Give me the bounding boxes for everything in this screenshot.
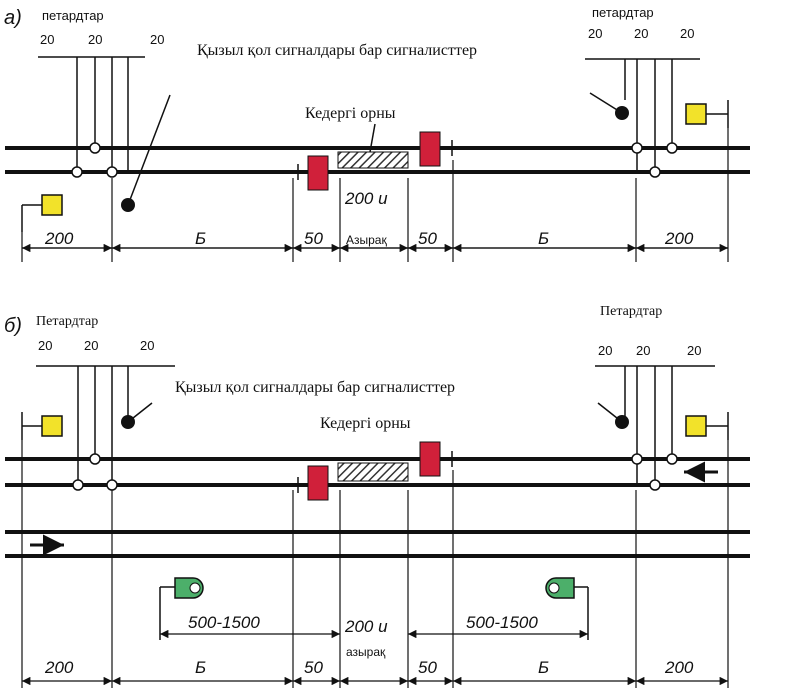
petard-icon: [72, 479, 84, 491]
locomotive-lamp: [548, 582, 560, 594]
petard-icon: [106, 166, 118, 178]
dim-label: 50: [418, 658, 437, 677]
signalman-arm: [127, 402, 153, 423]
obstacle-label: Кедергі орны: [305, 105, 396, 122]
obstacle-zone: [337, 151, 409, 169]
panel-a: а) петардтар 20 20 20 петардтар 20 20 20…: [4, 5, 750, 262]
petard-dist: 20: [598, 343, 612, 358]
petard-dist: 20: [687, 343, 701, 358]
petard-dist: 20: [636, 343, 650, 358]
petard-icon: [649, 479, 661, 491]
petard-label-left: петардтар: [42, 8, 104, 23]
petard-icon: [666, 453, 678, 465]
petard-icon: [631, 142, 643, 154]
dim-label: Б: [195, 658, 206, 677]
signalman-icon: [615, 106, 629, 120]
dim-label: 200: [664, 229, 694, 248]
petard-dist: 20: [40, 32, 54, 47]
dim-label: азырақ: [346, 645, 386, 659]
petard-icon: [631, 453, 643, 465]
petard-dist: 20: [150, 32, 164, 47]
petard-dist: 20: [680, 26, 694, 41]
signalmen-title: Қызыл қол сигналдары бар сигналисттер: [175, 379, 455, 396]
dim-label: 200: [44, 658, 74, 677]
petard-label-right: Петардтар: [600, 304, 662, 319]
dim-label: 50: [304, 229, 323, 248]
petard-dist: 20: [140, 338, 154, 353]
petard-dist: 20: [84, 338, 98, 353]
red-signal-icon: [307, 465, 329, 501]
signalman-icon: [121, 198, 135, 212]
signalman-arm: [127, 94, 171, 206]
panel-a-label: а): [4, 7, 22, 29]
petard-dist: 20: [634, 26, 648, 41]
obstacle-zone: [337, 462, 409, 482]
obstacle-length: 200 и: [344, 189, 388, 208]
petard-icon: [666, 142, 678, 154]
dim-label: Б: [538, 658, 549, 677]
locomotive-lamp: [189, 582, 201, 594]
petard-label-right: петардтар: [592, 5, 654, 20]
petard-icon: [106, 479, 118, 491]
petard-label-left: Петардтар: [36, 314, 98, 329]
signalmen-title: Қызыл қол сигналдары бар сигналисттер: [197, 42, 477, 59]
red-signal-icon: [307, 155, 329, 191]
red-signal-icon: [419, 131, 441, 167]
dim-label: Б: [538, 229, 549, 248]
panel-b: б) Петардтар 20 20 20 Петардтар 20 20 20…: [4, 304, 750, 688]
yellow-signal-icon: [685, 103, 707, 125]
dim-label: 200: [44, 229, 74, 248]
dim-label: 200: [664, 658, 694, 677]
yellow-signal-icon: [41, 194, 63, 216]
dim-label: 50: [304, 658, 323, 677]
petard-icon: [89, 453, 101, 465]
dim-range: 500-1500: [466, 613, 538, 632]
red-signal-icon: [419, 441, 441, 477]
petard-dist: 20: [88, 32, 102, 47]
obstacle-length: 200 и: [344, 617, 388, 636]
petard-icon: [649, 166, 661, 178]
yellow-signal-icon: [685, 415, 707, 437]
petard-dist: 20: [588, 26, 602, 41]
yellow-signal-icon: [41, 415, 63, 437]
petard-icon: [89, 142, 101, 154]
dim-label: Б: [195, 229, 206, 248]
signalman-arm: [597, 402, 623, 423]
obstacle-label: Кедергі орны: [320, 415, 411, 432]
petard-icon: [71, 166, 83, 178]
petard-dist: 20: [38, 338, 52, 353]
panel-b-label: б): [4, 315, 22, 337]
dim-label: Азырақ: [346, 233, 387, 247]
dim-range: 500-1500: [188, 613, 260, 632]
dim-label: 50: [418, 229, 437, 248]
